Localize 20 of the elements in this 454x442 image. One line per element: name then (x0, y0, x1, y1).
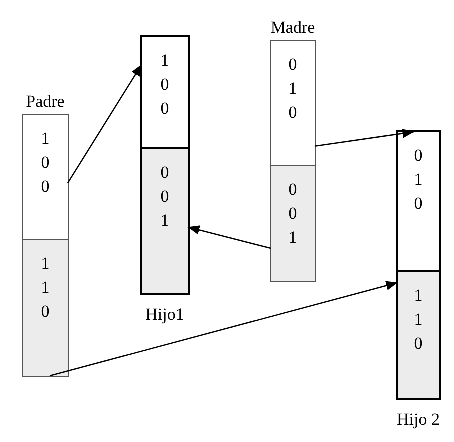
gene-bits: 0 1 0 (288, 54, 298, 124)
arrow (50, 281, 398, 377)
column-label: Hijo 2 (397, 410, 440, 430)
gene-segment (398, 270, 439, 398)
gene-bits: 0 1 0 (413, 145, 424, 215)
arrow (188, 226, 272, 250)
gene-bits: 0 0 1 (160, 162, 170, 232)
gene-bits: 1 0 0 (160, 50, 170, 120)
column-label: Madre (270, 18, 316, 38)
column-label: Hijo1 (146, 305, 184, 325)
gene-bits: 1 1 0 (413, 285, 424, 355)
arrow (314, 129, 414, 148)
gene-bits: 1 1 0 (40, 253, 51, 323)
gene-segment (142, 147, 188, 293)
gene-segment (23, 239, 68, 376)
column-label: Padre (26, 92, 65, 112)
gene-segment (271, 165, 315, 281)
gene-bits: 1 0 0 (40, 128, 51, 198)
arrow (67, 64, 143, 184)
gene-bits: 0 0 1 (288, 179, 298, 249)
